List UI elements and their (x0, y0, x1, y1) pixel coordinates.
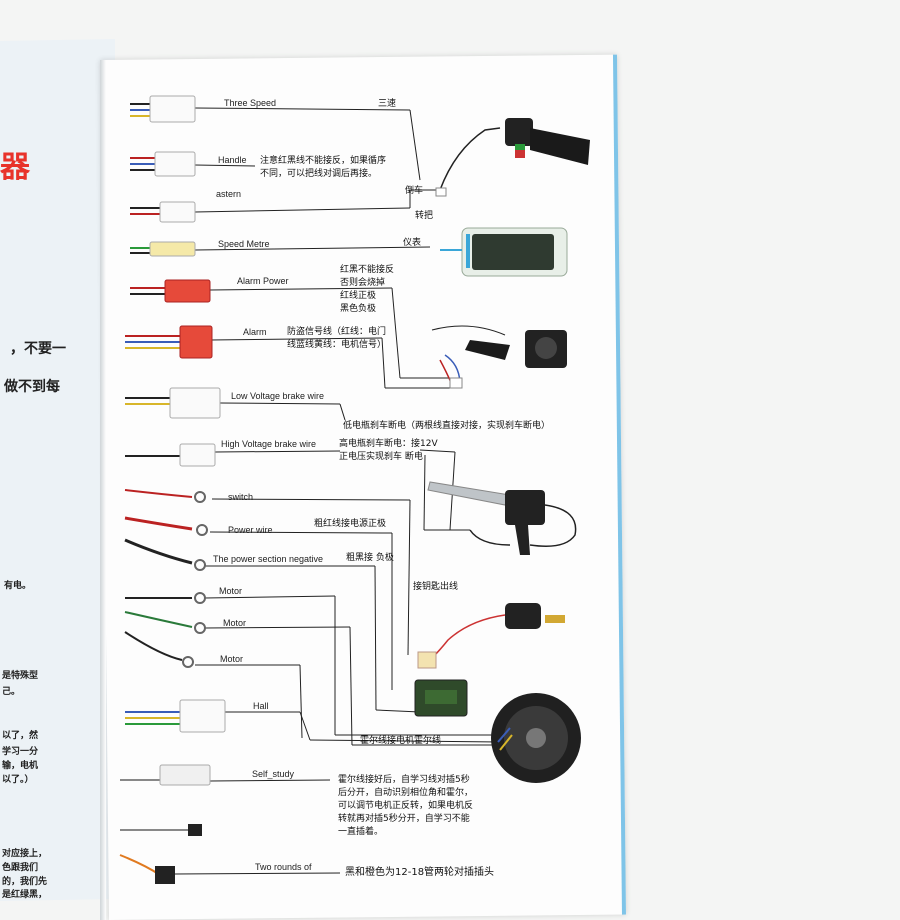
connector-alarm-power (164, 279, 211, 303)
left-page-text: 做不到每 (4, 379, 60, 395)
speed-metre-image (440, 227, 568, 277)
left-page-text: 色跟我们 (2, 863, 39, 873)
left-page-heading: 器 (0, 150, 30, 185)
label-high-brake: High Voltage brake wire (221, 439, 316, 449)
label-motor-1: Motor (219, 586, 242, 596)
zh-handle: 注意红黑线不能接反，如果循序不同，可以把线对调后再接。 (260, 154, 386, 179)
left-page-text: 对应接上， (2, 849, 48, 859)
connector-alarm (179, 325, 213, 359)
connector-speed-metre (149, 241, 196, 257)
label-alarm-power: Alarm Power (237, 276, 289, 286)
label-three-speed: Three Speed (224, 98, 276, 108)
label-handle: Handle (218, 155, 247, 165)
left-page-text: 以了，然 (2, 731, 39, 741)
left-page-text: 有电。 (4, 581, 32, 591)
text-line: 红线正极 (340, 289, 376, 301)
zh-power-wire: 粗红线接电源正极 (314, 517, 386, 529)
connector-hall (179, 699, 226, 733)
label-low-brake: Low Voltage brake wire (231, 391, 324, 401)
label-power-wire: Power wire (228, 525, 273, 535)
zh-three-speed: 三速 (378, 98, 396, 109)
label-speed-metre: Speed Metre (218, 239, 270, 249)
ring-terminal-negative (194, 559, 206, 571)
label-hall: Hall (253, 701, 269, 711)
label-alarm: Alarm (243, 327, 267, 337)
left-page-text: 是特殊型 (2, 671, 39, 681)
text-line: 注意红黑线不能接反，如果循序 (260, 154, 386, 166)
text-line: 不同，可以把线对调后再接。 (260, 167, 377, 179)
connector-three-speed (149, 95, 196, 123)
label-two-rounds: Two rounds of (255, 862, 312, 872)
zh-hall: 霍尔线接电机霍尔线 (360, 734, 441, 746)
label-self-study: Self_study (252, 769, 295, 779)
brake-lever-image (427, 481, 577, 555)
connector-high-brake (179, 443, 216, 467)
text-line: 可以调节电机正反转，如果电机反 (338, 799, 473, 811)
ring-terminal-power (196, 524, 208, 536)
key-switch-image (417, 603, 565, 669)
left-page-text: ，不要一 (10, 341, 66, 357)
ring-terminal-motor3 (182, 656, 194, 668)
throttle-handle-image (435, 118, 590, 197)
text-line: 一直插着。 (338, 825, 383, 837)
text-line: 后分开，自动识别相位角和霍尔， (338, 786, 473, 798)
left-page-text: 的，我们先 (2, 877, 48, 887)
zh-alarm: 防盗信号线（红线：电门线蓝线黄线：电机信号） (287, 325, 386, 350)
label-negative: The power section negative (213, 554, 323, 564)
zh-alarm-power: 红黑不能接反否则会烧掉红线正极黑色负极 (340, 263, 394, 314)
connector-handle (154, 151, 196, 177)
text-line: 高电瓶刹车断电：接12V (339, 437, 438, 449)
left-page-text: 学习一分 (2, 747, 39, 757)
page-fold (100, 60, 106, 920)
label-switch: switch (228, 492, 253, 502)
left-page-text: 己。 (2, 687, 21, 697)
ring-terminal-motor1 (194, 592, 206, 604)
zh-turn-handle: 转把 (415, 209, 433, 221)
text-line: 黑色负极 (340, 302, 376, 314)
text-line: 线蓝线黄线：电机信号） (287, 338, 386, 350)
zh-speed-metre: 仪表 (403, 236, 421, 248)
zh-key-switch: 接钥匙出线 (413, 580, 458, 592)
text-line: 防盗信号线（红线：电门 (287, 325, 386, 337)
battery-image (414, 679, 468, 717)
connector-two-rounds (155, 866, 175, 884)
zh-self-study: 霍尔线接好后，自学习线对插5秒后分开，自动识别相位角和霍尔，可以调节电机正反转，… (338, 773, 473, 837)
wiring-diagram: Three Speed Handle astern Speed Metre Al… (119, 95, 590, 884)
label-motor-2: Motor (223, 618, 246, 628)
alarm-module-image (431, 325, 567, 389)
ring-terminal-switch (194, 491, 206, 503)
connector-self-study (159, 764, 211, 786)
text-line: 转就再对插5秒分开，自学习不能 (338, 812, 470, 824)
label-motor-3: Motor (220, 654, 243, 664)
connector-astern (159, 201, 196, 223)
ring-terminal-motor2 (194, 622, 206, 634)
left-page-text: 输，电机 (2, 761, 39, 771)
text-line: 霍尔线接好后，自学习线对插5秒 (338, 773, 470, 785)
label-astern: astern (216, 189, 241, 199)
text-line: 正电压实现刹车 断电 (339, 450, 423, 462)
text-line: 红黑不能接反 (340, 263, 394, 275)
zh-two-rounds: 黑和橙色为12-18管两轮对插插头 (345, 865, 494, 878)
connector-self-study-2 (188, 824, 202, 836)
text-line: 否则会烧掉 (340, 276, 385, 288)
connector-low-brake (169, 387, 221, 419)
zh-astern: 倒车 (405, 184, 423, 196)
hub-motor-image (491, 693, 581, 783)
zh-low-brake: 低电瓶刹车断电（两根线直接对接，实现刹车断电） (343, 419, 550, 431)
zh-negative: 粗黑接 负极 (346, 551, 394, 563)
left-page-text: 是红绿黑， (2, 890, 48, 900)
left-page-text: 以了。） (2, 775, 34, 785)
